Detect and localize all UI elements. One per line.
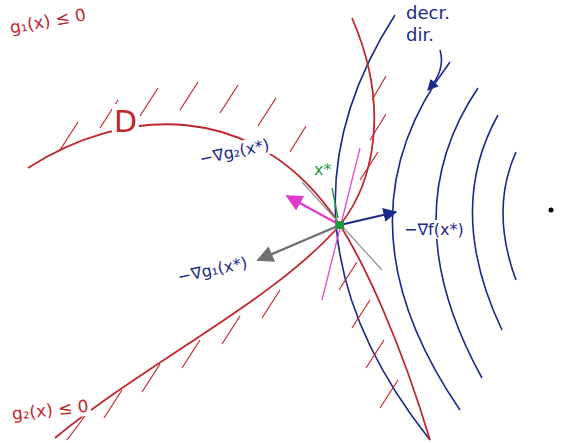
optimum-point [336,221,344,229]
gradient-label: −∇g₁(x*) [174,253,251,287]
gradient-label: −∇g₂(x*) [196,135,273,169]
gradient-arrow [287,196,340,225]
gradient-arrow [340,212,396,225]
region-label: D [112,104,139,140]
leader-line [332,188,338,218]
infeasible-hatching [60,76,398,440]
minimum-dot [549,208,554,213]
constraint-label: g₂(x) ≤ 0 [9,396,92,425]
decrease-arrow [428,50,442,90]
tangent-line [302,182,382,270]
constraint-label: g₁(x) ≤ 0 [6,4,89,38]
point-label: x* [312,160,333,179]
level-curves [335,15,516,440]
gradient-arrow [258,225,340,260]
gradient-label: −∇f(x*) [402,220,466,239]
direction-note: decr. dir. [404,2,460,45]
constraint-boundaries [28,18,430,440]
